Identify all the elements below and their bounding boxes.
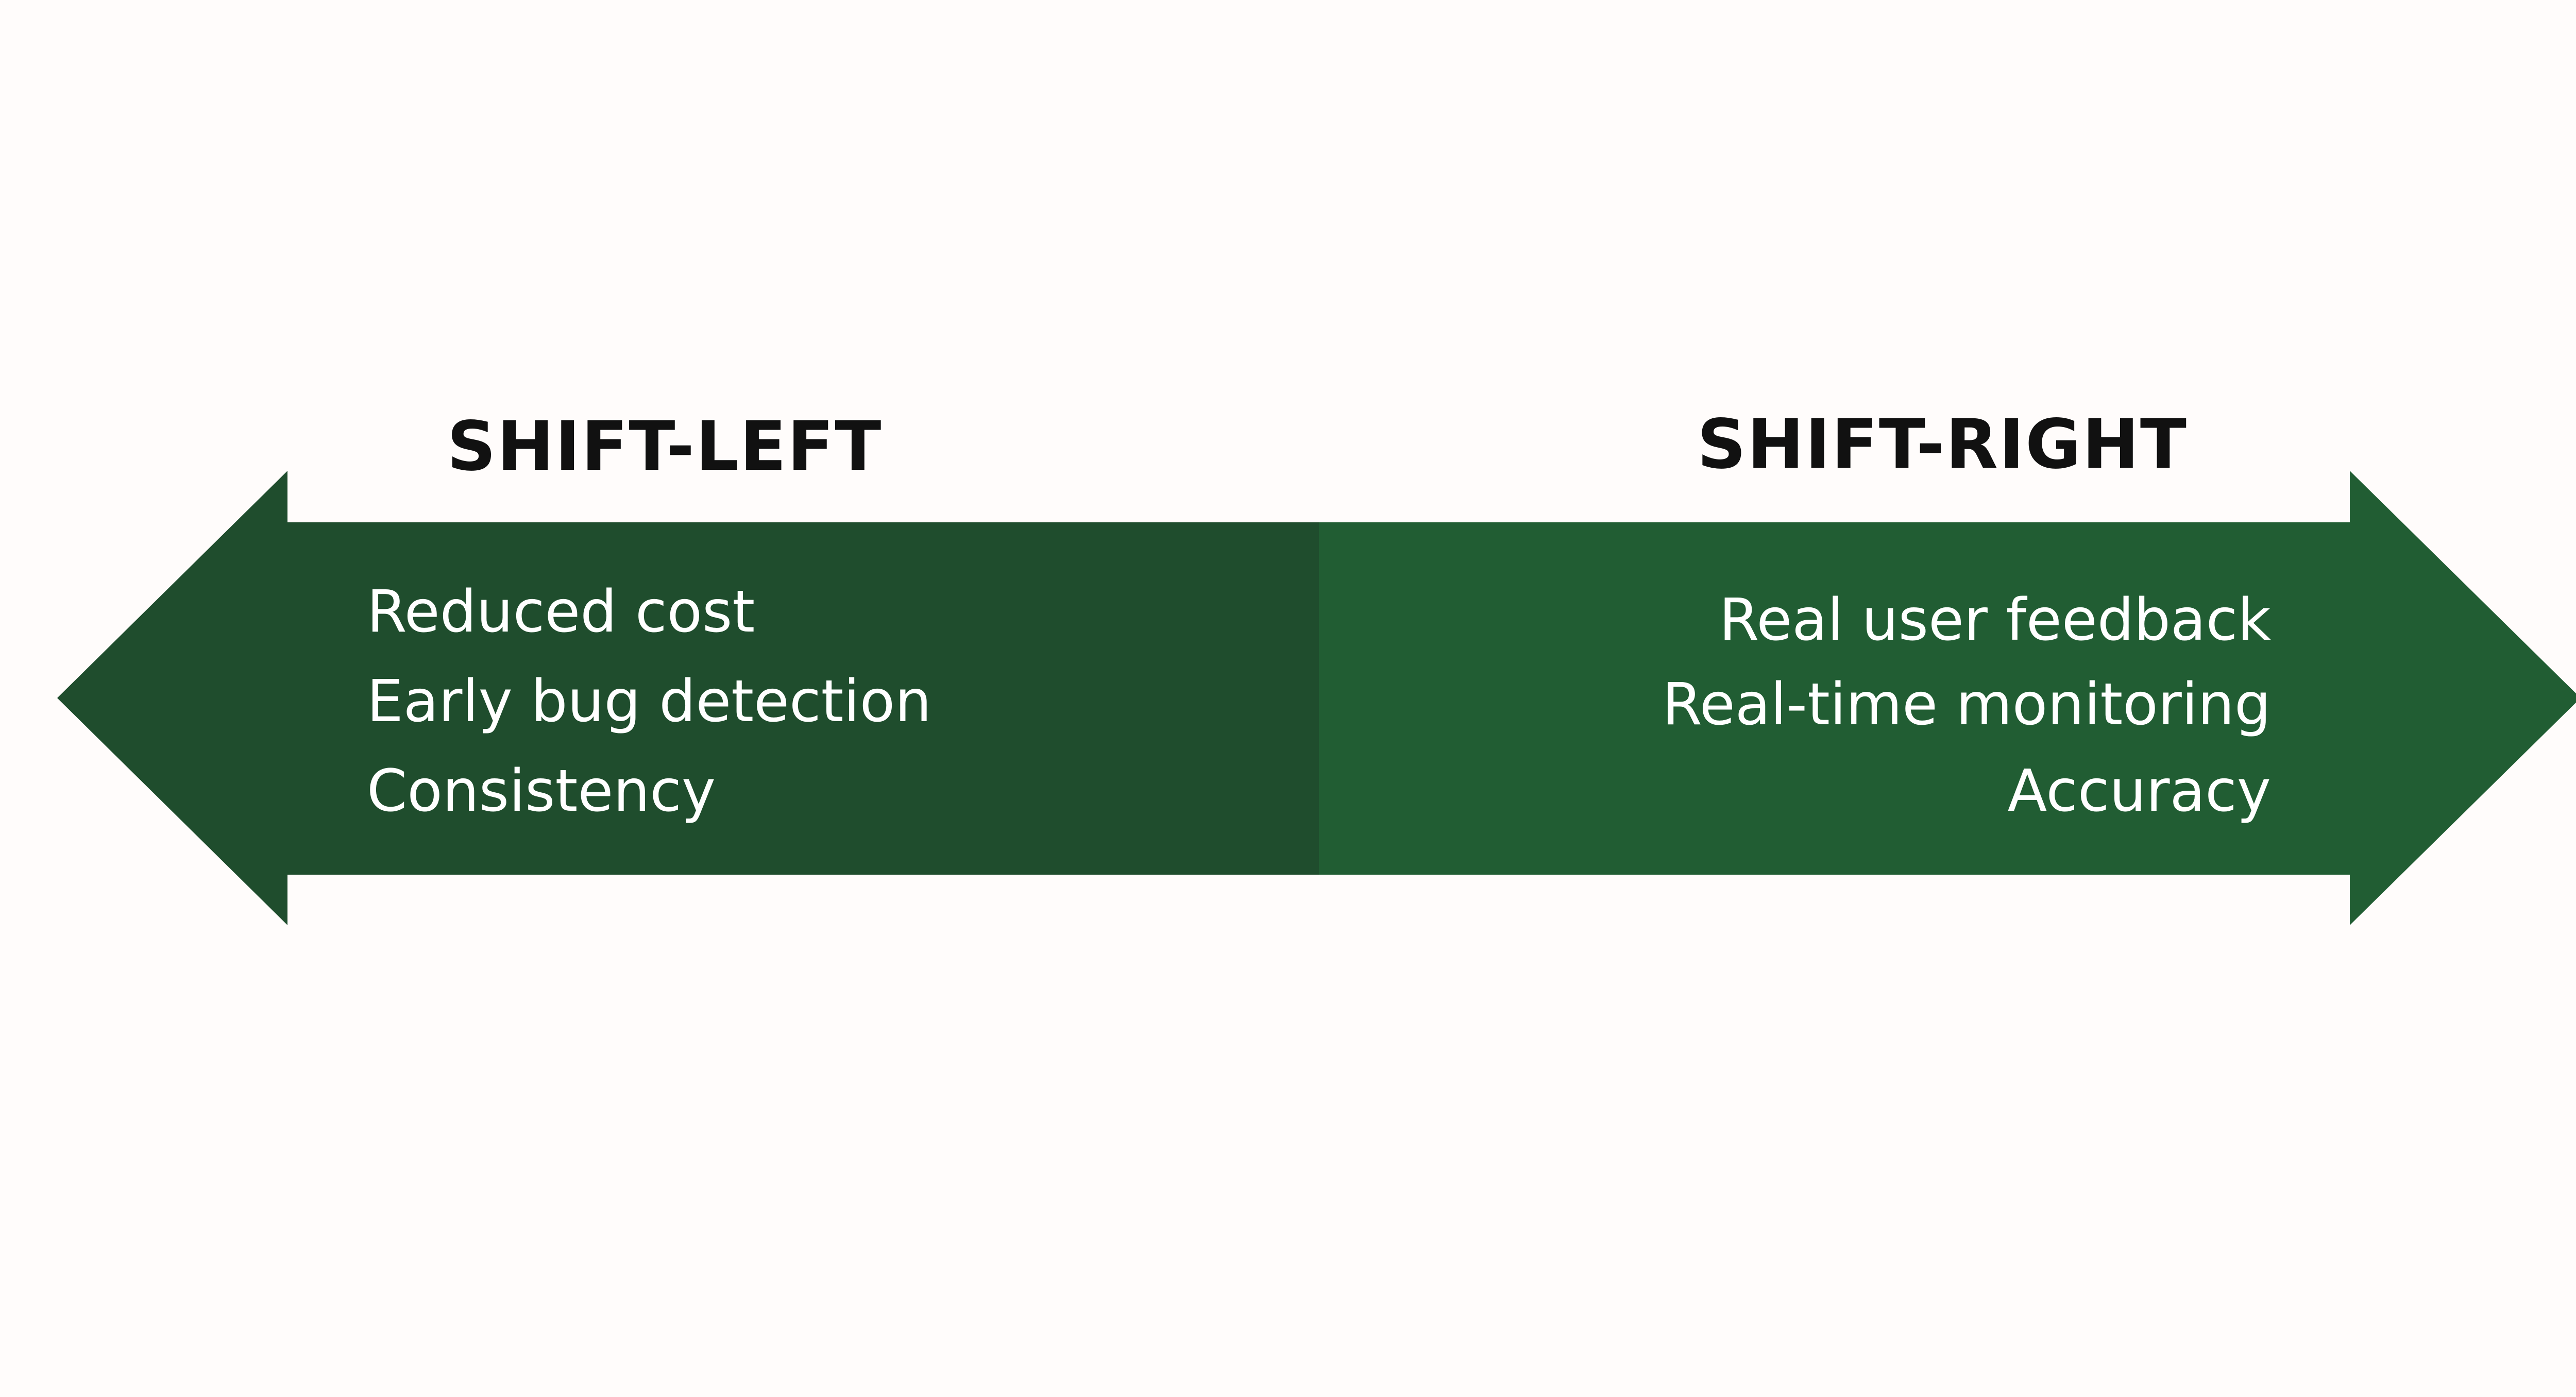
right-arrow bbox=[1319, 471, 2576, 925]
right-item: Real user feedback bbox=[1719, 587, 2272, 654]
left-arrow bbox=[57, 471, 1320, 925]
left-item: Reduced cost bbox=[367, 578, 755, 645]
right-item: Real-time monitoring bbox=[1662, 671, 2271, 738]
shift-right-title: SHIFT-RIGHT bbox=[1697, 405, 2188, 484]
shift-left-title: SHIFT-LEFT bbox=[447, 407, 883, 486]
left-item: Early bug detection bbox=[367, 668, 931, 735]
left-item: Consistency bbox=[367, 758, 716, 825]
right-item: Accuracy bbox=[2008, 758, 2271, 825]
